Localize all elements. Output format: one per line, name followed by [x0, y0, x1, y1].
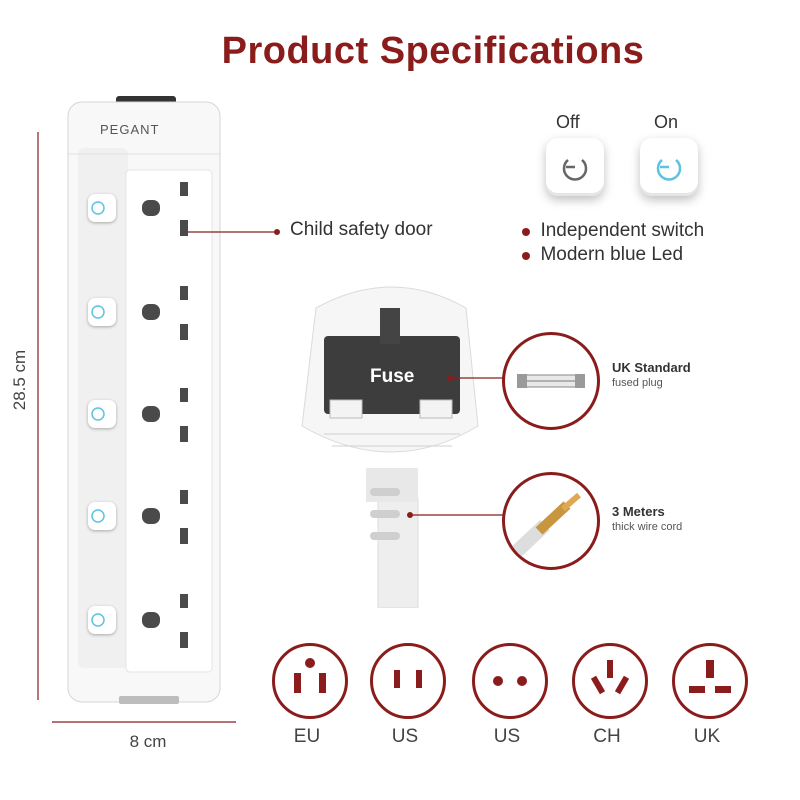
wire-length-title: 3 Meters [612, 504, 665, 519]
off-label: Off [556, 112, 580, 132]
us-round-socket-icon [472, 643, 548, 719]
bullet-icon [522, 228, 530, 236]
power-icon [656, 159, 682, 181]
us-socket-icon [370, 643, 446, 719]
wire-detail-circle [502, 472, 600, 570]
ch-socket-icon [572, 643, 648, 719]
width-dimension: 8 cm [129, 732, 167, 751]
bullet-icon [522, 252, 530, 260]
plug-type-label: UK [693, 726, 721, 747]
plug-type-label: CH [593, 726, 621, 747]
wire-length-subtitle: thick wire cord [612, 521, 683, 533]
page-title: Product Specifications [221, 30, 645, 72]
brand-logo: PEGANT [100, 122, 160, 137]
eu-socket-icon [272, 643, 348, 719]
plug-type-label: US [391, 726, 419, 747]
uk-standard-title: UK Standard [612, 360, 691, 375]
uk-plug [301, 286, 479, 608]
uk-socket-icon [672, 643, 748, 719]
feature-independent-switch: Independent switch [522, 220, 704, 242]
copper-wire-icon [510, 492, 581, 559]
fuse-icon [517, 374, 585, 388]
power-icon [562, 159, 588, 181]
uk-standard-subtitle: fused plug [612, 377, 663, 389]
on-label: On [654, 112, 679, 132]
switch-on-button[interactable] [640, 138, 698, 196]
fuse-detail-circle [502, 332, 600, 430]
feature-blue-led: Modern blue Led [522, 244, 683, 266]
plug-type-label: US [493, 726, 521, 747]
plug-type-label: EU [293, 726, 321, 747]
child-safety-label: Child safety door [290, 219, 433, 240]
fuse-label: Fuse [370, 366, 415, 387]
switch-off-button[interactable] [546, 138, 604, 196]
